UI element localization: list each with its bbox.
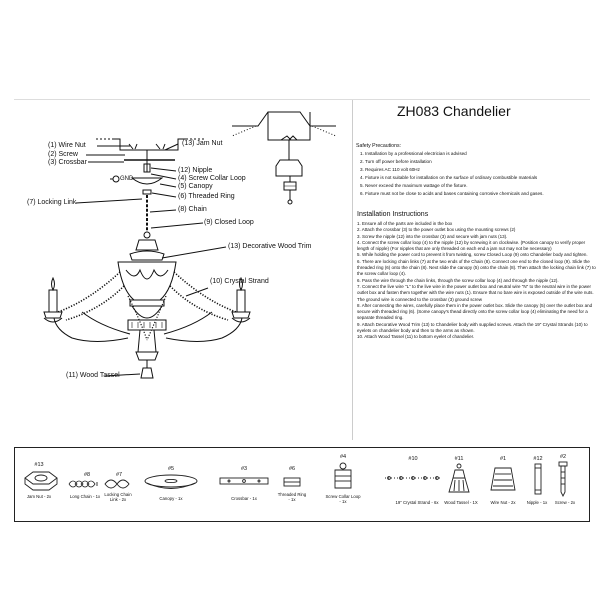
chandelier-diagram: [43, 111, 337, 379]
part-number: #3: [240, 466, 248, 472]
page-divider-line: [14, 99, 590, 100]
label-crystal-strand: (10) Crystal Strand: [210, 278, 269, 285]
part-name: Nipple - 1x: [526, 500, 548, 505]
crossbar-icon: [219, 477, 269, 485]
threaded-ring-icon: [283, 477, 301, 487]
safety-item: 4. Fixture is not suitable for installat…: [360, 174, 538, 180]
parts-icons: [24, 461, 568, 498]
instructions-list: 1. Ensure all of the parts are included …: [357, 221, 597, 341]
part-number: #1: [499, 456, 507, 462]
nipple-icon: [534, 463, 542, 495]
instruction-item: 7. Connect the live wire "L" to the live…: [357, 283, 594, 302]
label-gnd: GND: [120, 176, 134, 182]
label-locking-link: (7) Locking Link: [27, 199, 77, 206]
part-name: Long Chain - 1x: [69, 494, 101, 499]
part-number: #2: [559, 454, 567, 460]
hex-nut-icon: [24, 471, 58, 491]
instruction-item: 3. Screw the nipple (12) into the crossb…: [357, 233, 508, 239]
label-canopy: (5) Canopy: [178, 183, 213, 190]
label-nipple: (12) Nipple: [178, 167, 213, 174]
part-name: Screw - 2x: [554, 500, 576, 505]
safety-heading: Safety Precautions:: [356, 143, 401, 149]
tassel-icon: [448, 463, 470, 493]
instruction-item: 6. There are locking chain links (7) at …: [357, 258, 596, 277]
part-number: #12: [533, 456, 543, 462]
part-number: #11: [454, 456, 464, 462]
label-wood-tassel: (11) Wood Tassel: [66, 372, 120, 379]
part-name: Wood Tassel - 1X: [444, 500, 478, 505]
safety-list: 1. Installation by a professional electr…: [360, 150, 592, 197]
label-decorative-wood-trim: (13) Decorative Wood Trim: [228, 243, 312, 250]
part-name: Threaded Ring - 1x: [277, 492, 307, 502]
instructions-heading: Installation Instructions: [357, 211, 429, 218]
chain-link-icon: [104, 479, 130, 489]
part-number: #5: [167, 466, 175, 472]
screw-icon: [558, 461, 568, 498]
part-number: #13: [34, 462, 44, 468]
part-name: Crossbar - 1x: [231, 496, 257, 501]
collar-loop-icon: [334, 462, 352, 489]
part-number: #4: [339, 454, 347, 460]
instruction-item: 10. Attach Wood Tassel (11) to bottom ey…: [357, 334, 475, 340]
instruction-item: 9. Attach Decorative Wood Trim (13) to C…: [357, 321, 588, 334]
label-closed-loop: (9) Closed Loop: [204, 219, 254, 226]
part-name: Screw Collar Loop - 1x: [325, 494, 361, 504]
part-number: #8: [83, 472, 91, 478]
instruction-item: 2. Attach the crossbar (3) to the power …: [357, 227, 516, 233]
crystal-strand-icon: [385, 476, 441, 480]
instruction-item: 6. Pass the wire through the chain links…: [357, 277, 559, 283]
part-name: Jam Nut - 2x: [26, 494, 52, 499]
part-name: 19" Crystal Strand - 6x: [395, 500, 439, 505]
part-name: Canopy - 1x: [159, 496, 183, 501]
part-number: #7: [115, 472, 123, 478]
safety-item: 3. Requires AC 110 volt 60Hz: [360, 166, 420, 172]
label-threaded-ring: (6) Threaded Ring: [178, 193, 235, 200]
wire-nut-icon: [490, 467, 516, 491]
chain-icon: [68, 480, 98, 488]
column-divider: [352, 100, 353, 440]
label-chain: (8) Chain: [178, 206, 207, 213]
page-title: ZH083 Chandelier: [397, 103, 511, 119]
parts-list: #13 #8 #7 #5 #3 #6 #4 #10 #11 #1 #12 #2 …: [14, 447, 590, 522]
label-jam-nut: (13) Jam Nut: [182, 140, 223, 147]
label-screw-collar-loop: (4) Screw Collar Loop: [178, 175, 246, 182]
part-name: Locking Chain Link - 2x: [104, 492, 132, 502]
instruction-item: 8. After connecting the wires, carefully…: [357, 302, 593, 321]
safety-item: 2. Turn off power before installation: [360, 158, 432, 164]
part-name: Wire Nut - 2x: [490, 500, 516, 505]
label-wire-nut: (1) Wire Nut: [48, 142, 86, 149]
instruction-item: 5. While holding the power cord to preve…: [357, 252, 588, 258]
part-number: #6: [288, 466, 296, 472]
label-crossbar: (3) Crossbar: [48, 159, 87, 166]
safety-item: 6. Fixture must not be close to acids an…: [360, 190, 544, 196]
part-number: #10: [408, 456, 418, 462]
instruction-item: 4. Connect the screw collar loop (4) to …: [357, 239, 586, 252]
safety-item: 5. Never exceed the maximum wattage of t…: [360, 182, 468, 188]
canopy-icon: [144, 474, 198, 489]
label-screw: (2) Screw: [48, 151, 78, 158]
instruction-item: 1. Ensure all of the parts are included …: [357, 221, 453, 226]
safety-item: 1. Installation by a professional electr…: [360, 151, 467, 156]
